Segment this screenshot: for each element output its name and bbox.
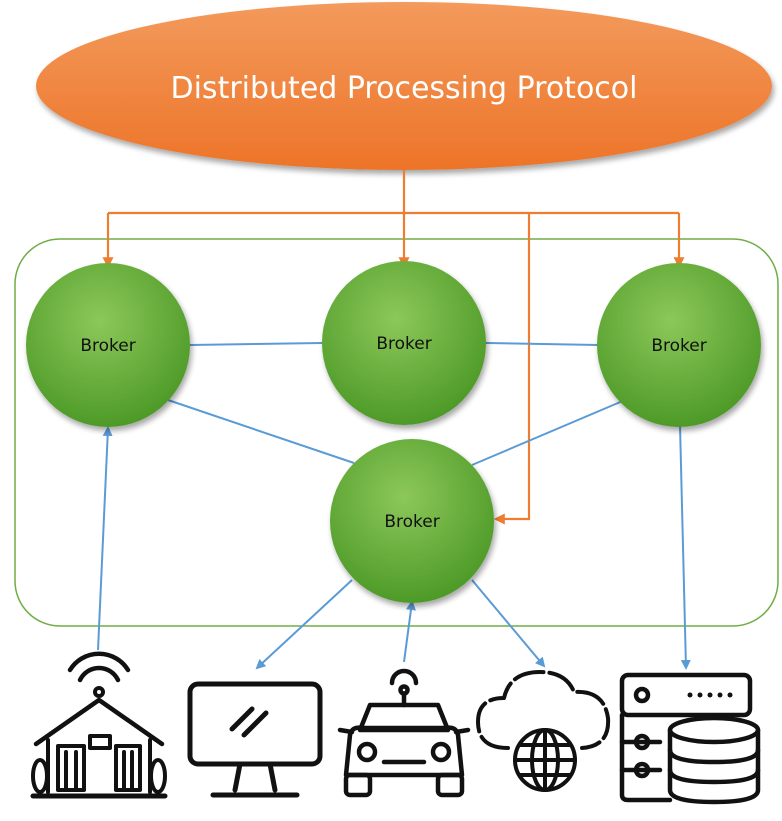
monitor-icon	[187, 681, 323, 798]
arrow-car-to-bottom-broker	[403, 600, 416, 663]
arrow-right-broker-to-server	[679, 424, 691, 670]
orange-arrow-to-bottom-broker	[493, 213, 531, 525]
server-database-icon	[619, 672, 761, 805]
broker-label: Broker	[384, 512, 439, 532]
broker-node-left: Broker	[26, 263, 190, 427]
link-right-bottom	[471, 399, 626, 466]
link-left-bottom	[164, 398, 355, 464]
broker-node-center: Broker	[322, 261, 486, 425]
broker-label: Broker	[376, 334, 431, 354]
arrow-bottom-broker-to-monitor	[255, 579, 353, 670]
broker-label: Broker	[80, 336, 135, 356]
arrow-bottom-broker-to-cloud	[471, 579, 546, 668]
protocol-node: Distributed Processing Protocol	[36, 2, 772, 170]
broker-network-container	[14, 238, 779, 627]
protocol-label: Distributed Processing Protocol	[171, 71, 638, 106]
device-arrows	[97, 424, 691, 670]
link-center-right	[485, 342, 599, 346]
house-wifi-icon	[30, 651, 168, 799]
broker-node-right: Broker	[597, 263, 761, 427]
broker-node-bottom: Broker	[330, 439, 494, 603]
broker-links	[164, 342, 626, 466]
broker-circle	[330, 439, 494, 603]
broker-circle	[322, 261, 486, 425]
protocol-ellipse	[36, 2, 772, 170]
broker-label: Broker	[651, 336, 706, 356]
arrow-house-to-left-broker	[97, 426, 113, 651]
link-left-center	[189, 342, 323, 346]
cloud-globe-icon	[476, 670, 611, 792]
broker-circle	[26, 263, 190, 427]
broker-circle	[597, 263, 761, 427]
orange-distribution-arrows	[102, 170, 685, 525]
connected-car-icon	[337, 668, 471, 798]
